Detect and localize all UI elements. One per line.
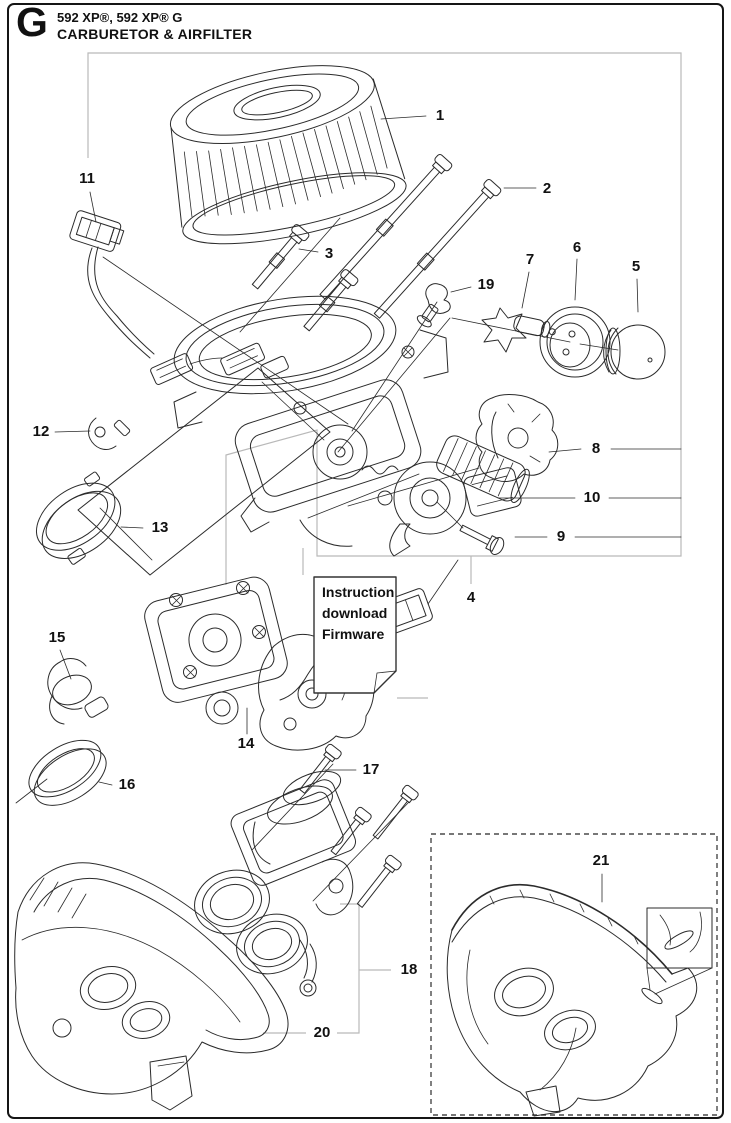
part-screws-17 xyxy=(299,743,419,908)
part-air-filter xyxy=(169,65,407,245)
part-air-duct-front xyxy=(14,862,289,1111)
callout-19: 19 xyxy=(475,276,497,294)
note-line-3: Firmware xyxy=(322,626,385,642)
part-6-ring xyxy=(539,306,611,378)
callout-2: 2 xyxy=(540,180,554,198)
callout-10: 10 xyxy=(581,489,603,507)
callout-15: 15 xyxy=(46,629,68,647)
callout-8: 8 xyxy=(589,440,603,458)
leader-lines xyxy=(15,115,682,903)
part-carburetor-lower xyxy=(144,576,433,751)
callout-4: 4 xyxy=(464,589,478,607)
part-clamp-12 xyxy=(88,417,131,450)
callout-14: 14 xyxy=(235,735,257,753)
part-clamp-13 xyxy=(35,471,122,565)
part-wire-clip xyxy=(416,283,451,328)
note-line-1: Instruction xyxy=(322,584,395,600)
callout-20: 20 xyxy=(311,1024,333,1042)
callout-21: 21 xyxy=(590,852,612,870)
part-seal-ring-16 xyxy=(28,739,107,806)
group-outline-lines xyxy=(87,52,682,1034)
part-air-duct-rear xyxy=(446,884,698,1117)
part-intake-manifold xyxy=(194,770,357,997)
carb-screws xyxy=(169,581,266,679)
callout-9: 9 xyxy=(554,528,568,546)
detail-callout-box xyxy=(646,907,713,995)
callout-1: 1 xyxy=(433,107,447,125)
part-carburetor-top-assembly xyxy=(173,295,530,547)
part-screw-9 xyxy=(459,524,505,555)
part-wiring-harness xyxy=(69,210,289,385)
callout-16: 16 xyxy=(116,776,138,794)
part-5-bulb xyxy=(603,324,666,380)
callout-13: 13 xyxy=(149,519,171,537)
part-intake-boot xyxy=(77,367,331,576)
callout-18: 18 xyxy=(398,961,420,979)
callout-11: 11 xyxy=(77,170,97,188)
page-title: CARBURETOR & AIRFILTER xyxy=(57,26,253,42)
callout-6: 6 xyxy=(570,239,584,257)
note-line-2: download xyxy=(322,605,388,621)
callout-7: 7 xyxy=(523,251,537,269)
part-bolts-2-3 xyxy=(251,153,502,332)
note-document xyxy=(313,576,397,694)
callout-3: 3 xyxy=(322,245,336,263)
callout-12: 12 xyxy=(30,423,52,441)
section-letter: G xyxy=(16,0,48,45)
part-purge-bulb-set xyxy=(451,306,666,380)
dashed-detail-box xyxy=(430,833,718,1116)
part-elbow-15 xyxy=(47,658,109,725)
model-names: 592 XP®, 592 XP® G xyxy=(57,10,183,25)
callout-17: 17 xyxy=(360,761,382,779)
part-cam-10 xyxy=(389,461,522,557)
callout-5: 5 xyxy=(629,258,643,276)
part-7-spring xyxy=(481,307,527,353)
